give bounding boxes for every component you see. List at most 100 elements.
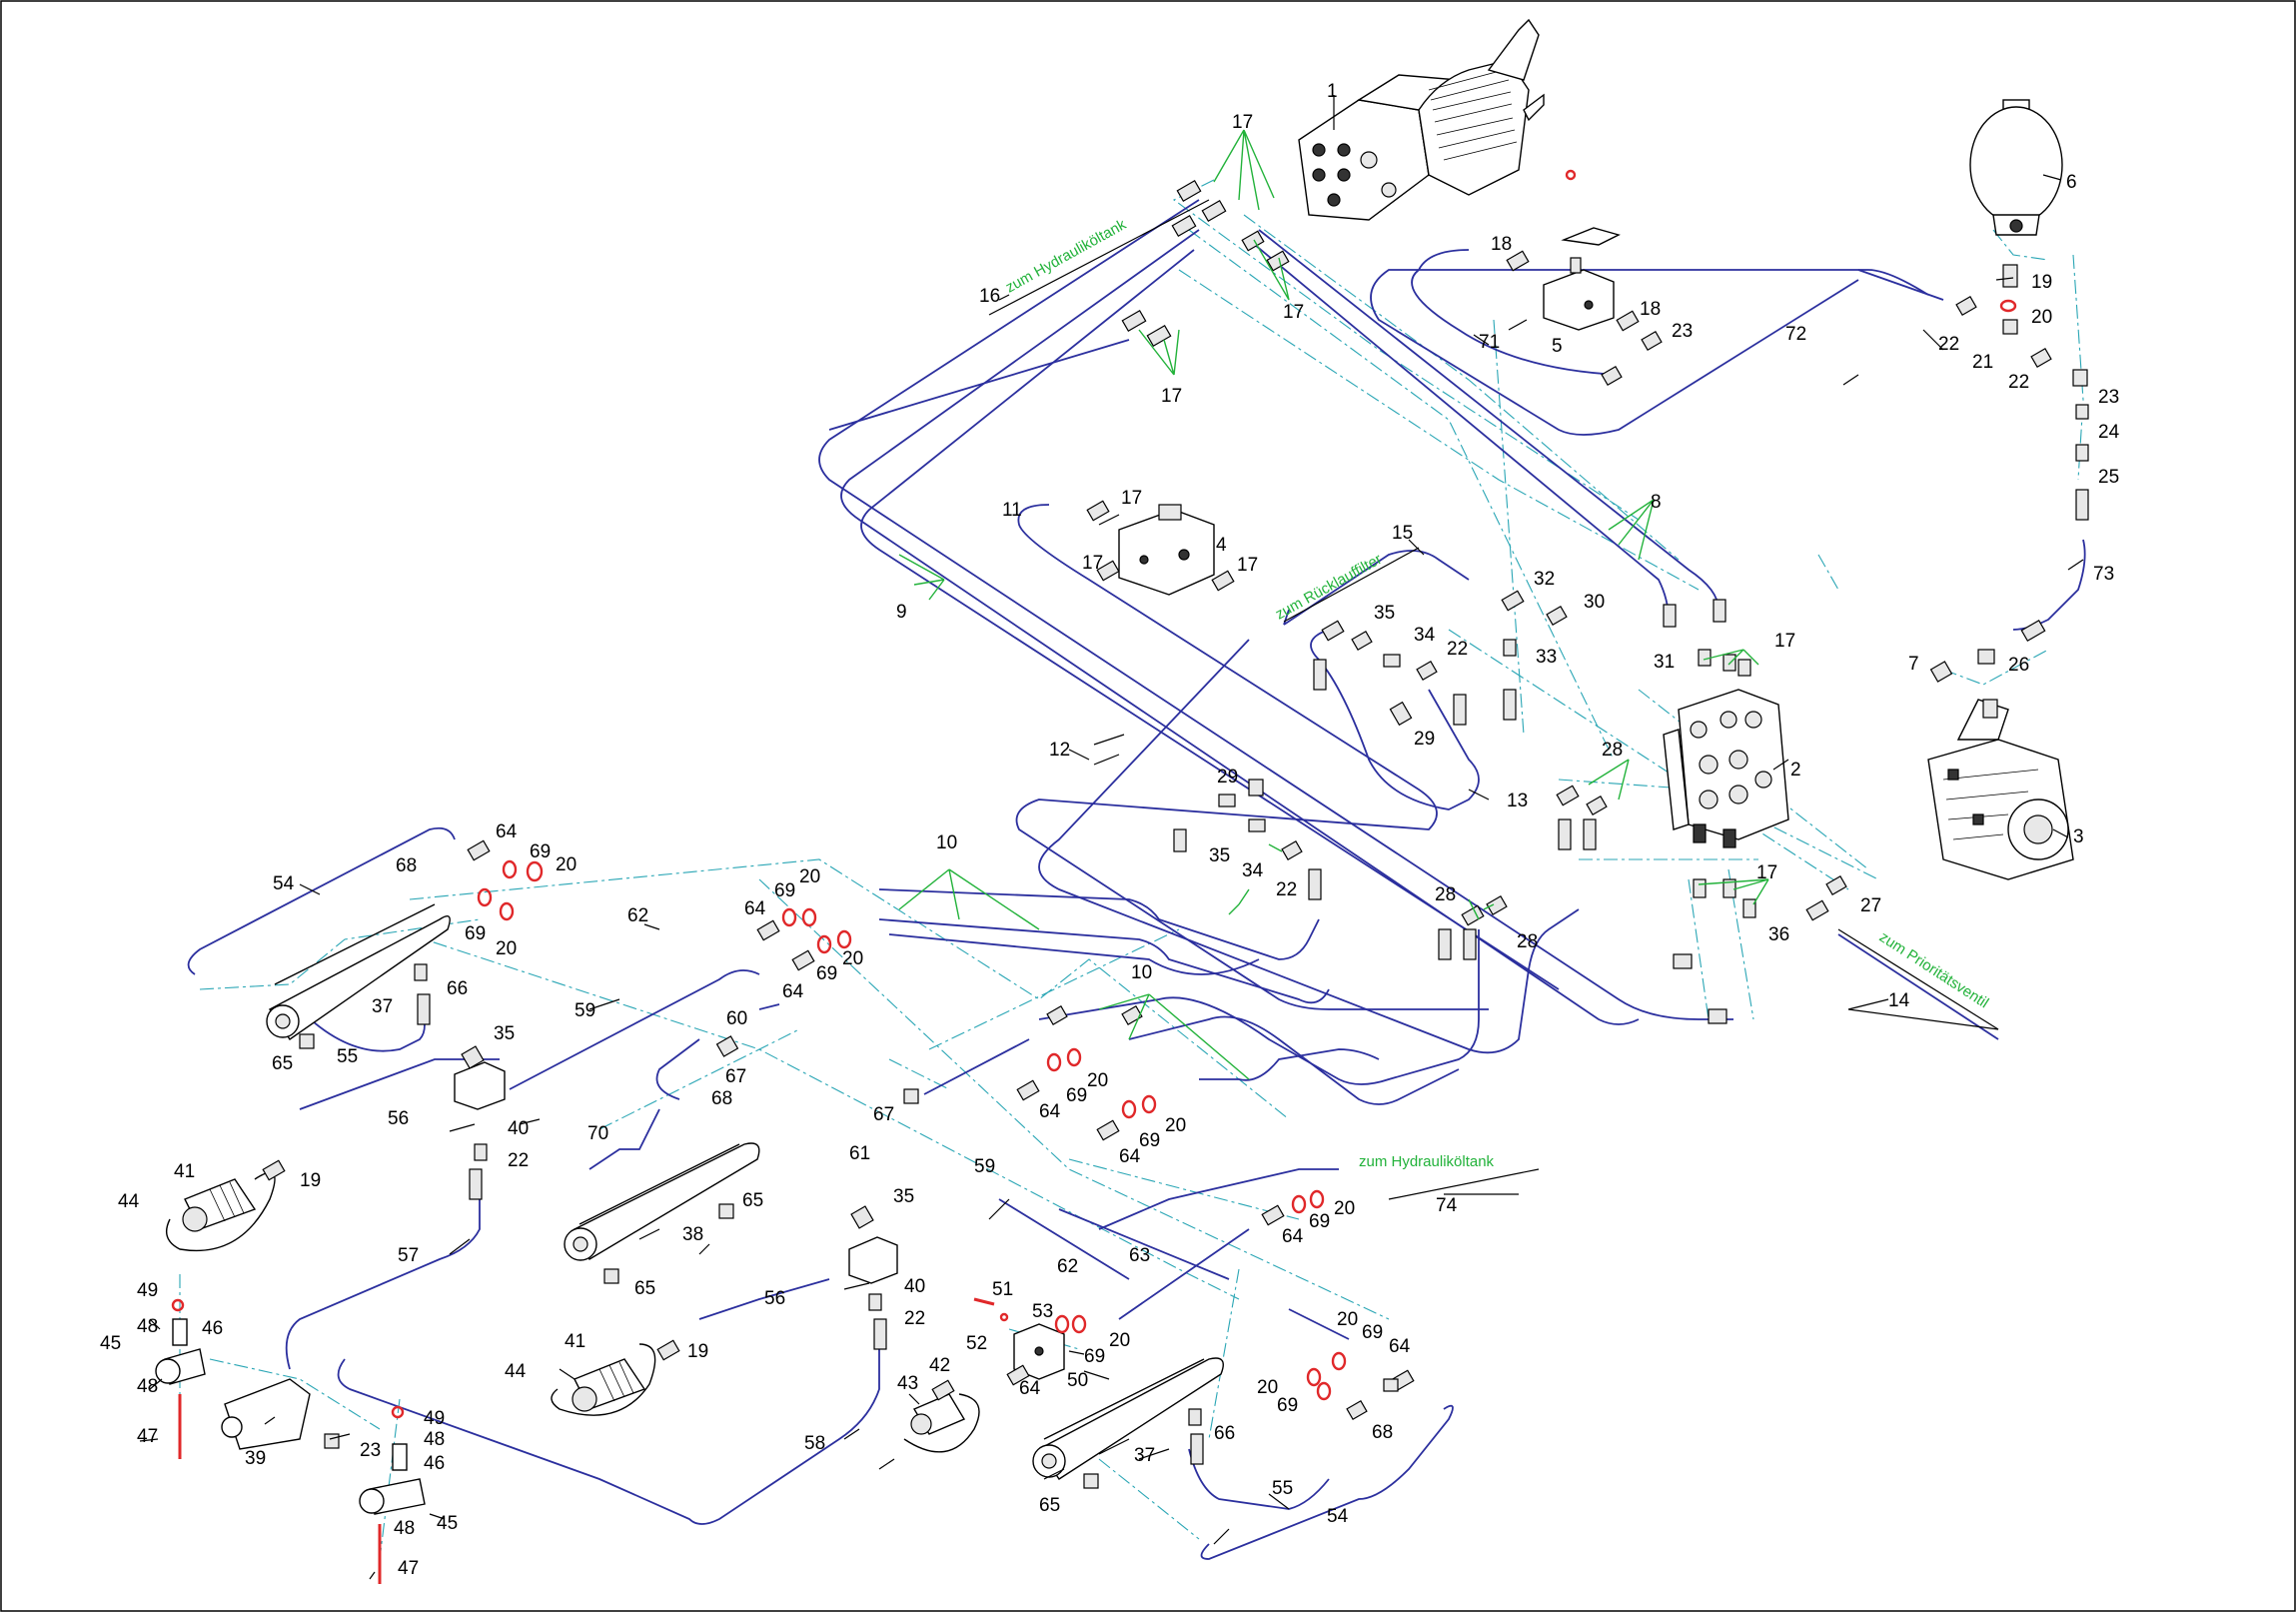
label-62a: 62: [627, 905, 648, 926]
label-62b: 62: [1057, 1256, 1078, 1277]
label-51: 51: [992, 1279, 1013, 1300]
label-69i: 69: [1362, 1322, 1383, 1343]
label-26: 26: [2008, 655, 2029, 676]
label-37b: 37: [1134, 1445, 1155, 1466]
label-41b: 41: [565, 1331, 585, 1352]
label-17g: 17: [1774, 631, 1795, 652]
label-30: 30: [1584, 592, 1605, 613]
label-33: 33: [1536, 647, 1557, 668]
cylinder-37-upper: [266, 903, 451, 1040]
label-7: 7: [1908, 654, 1919, 675]
label-41a: 41: [174, 1161, 195, 1182]
label-69h: 69: [1084, 1346, 1105, 1367]
tee-block-40-upper: [449, 1061, 506, 1132]
label-72: 72: [1785, 324, 1806, 345]
label-17a: 17: [1232, 112, 1253, 133]
label-34a: 34: [1414, 625, 1436, 646]
label-15: 15: [1392, 523, 1413, 544]
label-59b: 59: [974, 1156, 995, 1177]
label-11: 11: [1002, 500, 1022, 521]
label-17d: 17: [1121, 488, 1142, 509]
label-35a: 35: [1374, 603, 1395, 624]
leader-lines-black: [139, 95, 2084, 1580]
label-28a: 28: [1602, 740, 1623, 761]
label-56b: 56: [764, 1288, 785, 1309]
annotation-lines: [988, 199, 1999, 1200]
label-35c: 35: [494, 1023, 515, 1044]
label-64h: 64: [1389, 1336, 1411, 1357]
label-25: 25: [2098, 467, 2119, 488]
label-17h: 17: [1756, 862, 1777, 883]
valve-block-4: [1118, 504, 1215, 596]
label-74: 74: [1436, 1195, 1458, 1216]
label-49b: 49: [424, 1408, 445, 1429]
label-20g: 20: [1165, 1115, 1186, 1136]
tee-block-40-lower: [843, 1236, 898, 1290]
label-53: 53: [1032, 1301, 1053, 1322]
label-35d: 35: [893, 1186, 914, 1207]
label-57: 57: [398, 1245, 419, 1266]
label-54a: 54: [273, 873, 295, 894]
label-69a: 69: [530, 841, 551, 862]
label-61: 61: [849, 1143, 870, 1164]
label-56a: 56: [388, 1108, 409, 1129]
label-20d: 20: [799, 866, 820, 887]
label-65c: 65: [634, 1278, 655, 1299]
label-20c: 20: [496, 938, 517, 959]
label-45a: 45: [100, 1333, 121, 1354]
label-66b: 66: [1214, 1423, 1235, 1444]
label-36: 36: [1768, 924, 1789, 945]
label-58: 58: [804, 1433, 825, 1454]
label-52: 52: [966, 1333, 987, 1354]
label-69j: 69: [1277, 1395, 1298, 1416]
label-48a: 48: [137, 1316, 158, 1337]
label-43: 43: [897, 1373, 918, 1394]
label-39: 39: [245, 1448, 266, 1469]
label-55b: 55: [1272, 1478, 1293, 1499]
label-20e: 20: [842, 948, 863, 969]
label-17f: 17: [1237, 555, 1258, 576]
label-63: 63: [1129, 1245, 1150, 1266]
label-21: 21: [1972, 352, 1993, 373]
label-28b: 28: [1435, 884, 1456, 905]
label-47a: 47: [137, 1426, 158, 1447]
label-17e: 17: [1082, 553, 1103, 574]
cylinder-39: [221, 1378, 311, 1450]
label-23b: 23: [2098, 387, 2119, 408]
label-32: 32: [1534, 569, 1555, 590]
pin-45-upper: [155, 1348, 206, 1385]
label-44b: 44: [505, 1361, 527, 1382]
label-19c: 19: [687, 1341, 708, 1362]
label-65d: 65: [1039, 1495, 1060, 1516]
label-64e: 64: [1119, 1146, 1141, 1167]
label-69b: 69: [465, 923, 486, 944]
label-69d: 69: [816, 963, 837, 984]
label-18a: 18: [1491, 234, 1512, 255]
cylinder-38: [564, 1142, 760, 1261]
bushing-48a: [172, 1318, 188, 1346]
label-55a: 55: [337, 1046, 358, 1067]
label-64f: 64: [1282, 1226, 1304, 1247]
hydraulic-pump: [1927, 699, 2074, 880]
label-48b: 48: [137, 1376, 158, 1397]
label-48d: 48: [394, 1518, 415, 1539]
label-67b: 67: [873, 1104, 894, 1125]
label-68a: 68: [396, 855, 417, 876]
label-22e: 22: [508, 1150, 529, 1171]
bushing-48b: [392, 1443, 408, 1471]
label-20j: 20: [1337, 1309, 1358, 1330]
label-67a: 67: [725, 1066, 746, 1087]
label-6: 6: [2066, 172, 2077, 193]
label-47b: 47: [398, 1558, 419, 1579]
label-59a: 59: [574, 1000, 595, 1021]
hoses: [187, 199, 2086, 1560]
label-22a: 22: [1938, 334, 1959, 355]
label-14: 14: [1888, 990, 1910, 1011]
block-50: [1013, 1323, 1065, 1380]
label-29b: 29: [1217, 767, 1238, 788]
label-1: 1: [1327, 81, 1338, 102]
label-17c: 17: [1161, 386, 1182, 407]
label-46b: 46: [424, 1453, 445, 1474]
label-20h: 20: [1334, 1198, 1355, 1219]
